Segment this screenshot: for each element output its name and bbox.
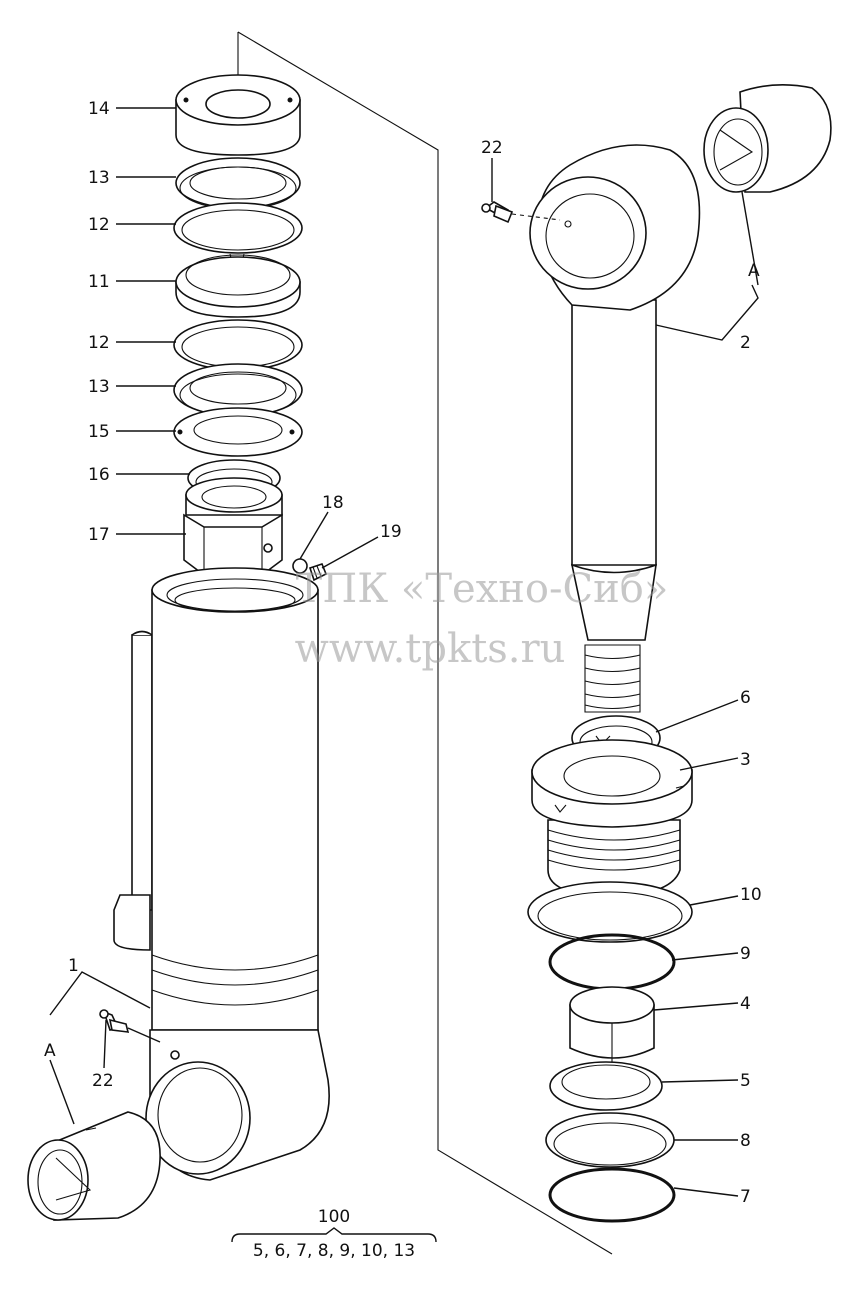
callout-a-right: A xyxy=(748,261,760,281)
kit-number: 100 xyxy=(318,1207,350,1227)
part-bushing-a-left xyxy=(27,1111,161,1221)
part-13-seal-upper xyxy=(175,157,301,210)
kit-contents: 5, 6, 7, 8, 9, 10, 13 xyxy=(253,1241,415,1261)
part-4-bushing xyxy=(569,986,655,1065)
callout-12-lower: 12 xyxy=(88,333,110,353)
callout-8: 8 xyxy=(740,1131,751,1151)
callout-14: 14 xyxy=(88,99,110,119)
callout-2: 2 xyxy=(740,333,751,353)
part-7-o-ring xyxy=(548,1167,676,1223)
callout-10: 10 xyxy=(740,885,762,905)
callout-6: 6 xyxy=(740,688,751,708)
callout-22-left: 22 xyxy=(92,1071,114,1091)
part-13-seal-lower xyxy=(173,363,303,417)
part-22-grease-fitting-left xyxy=(99,1009,130,1033)
part-10-ring xyxy=(527,881,693,943)
callout-12-upper: 12 xyxy=(88,215,110,235)
part-3-cylinder-head xyxy=(531,739,693,898)
callout-16: 16 xyxy=(88,465,110,485)
part-17-hex-nut xyxy=(183,477,283,576)
callout-13-lower: 13 xyxy=(88,377,110,397)
callout-19: 19 xyxy=(380,522,402,542)
part-2-piston-rod xyxy=(529,144,701,713)
callout-15: 15 xyxy=(88,422,110,442)
callout-22-right: 22 xyxy=(481,138,503,158)
callout-a-left: A xyxy=(44,1041,56,1061)
callout-13-upper: 13 xyxy=(88,168,110,188)
callout-17: 17 xyxy=(88,525,110,545)
callout-7: 7 xyxy=(740,1187,751,1207)
part-15-dust-seal xyxy=(173,407,303,457)
callout-3: 3 xyxy=(740,750,751,770)
part-8-ring xyxy=(545,1112,675,1168)
callout-9: 9 xyxy=(740,944,751,964)
part-1-cylinder-tube xyxy=(113,567,330,1181)
part-11-bushing xyxy=(175,254,301,318)
part-5-ring xyxy=(549,1061,663,1111)
watermark-url: www.tpkts.ru xyxy=(295,626,566,672)
part-14-gland-nut xyxy=(175,74,301,156)
callout-4: 4 xyxy=(740,994,751,1014)
callout-1: 1 xyxy=(68,956,79,976)
part-12-backup-ring-upper xyxy=(173,202,303,263)
watermark-company: ТПК «Техно-Сиб» xyxy=(296,566,669,612)
part-9-o-ring xyxy=(548,933,676,991)
callout-11: 11 xyxy=(88,272,110,292)
part-22-grease-fitting-right xyxy=(481,201,561,224)
part-bushing-a-right xyxy=(703,84,832,193)
callout-5: 5 xyxy=(740,1071,751,1091)
callout-18: 18 xyxy=(322,493,344,513)
leader-lines xyxy=(49,107,759,1243)
